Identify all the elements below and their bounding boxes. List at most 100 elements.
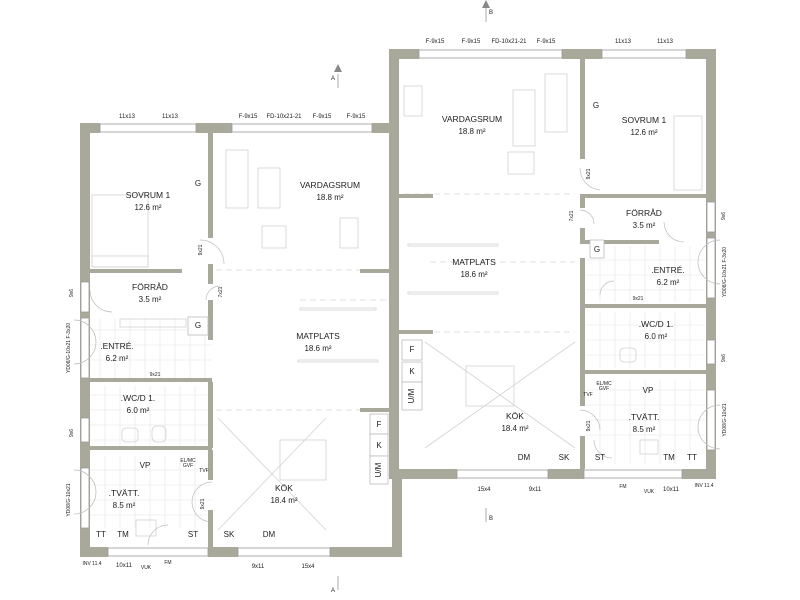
right-forrad-name: FÖRRÅD bbox=[626, 208, 662, 218]
right-matplats-name: MATPLATS bbox=[452, 257, 496, 267]
left-windows bbox=[73, 123, 373, 557]
left-w-f2: F-9x15 bbox=[313, 114, 332, 120]
right-s-ytd: YD08/G-10x21 F-3x20 bbox=[722, 247, 728, 297]
left-vardagsrum-area: 18.8 m² bbox=[316, 193, 343, 202]
right-kok-name: KÖK bbox=[506, 411, 524, 421]
left-wcd-name: .WC/D 1. bbox=[121, 393, 155, 403]
right-d-sov: 9x21 bbox=[586, 168, 592, 179]
right-d-tvatt: 9x21 bbox=[586, 420, 592, 431]
left-tm: TM bbox=[117, 530, 129, 539]
left-s-ytd2: YD08/G-10x21 bbox=[66, 483, 72, 516]
right-vardagsrum-area: 18.8 m² bbox=[458, 127, 485, 136]
right-vp: VP bbox=[643, 386, 654, 395]
left-fm: FM bbox=[164, 560, 171, 566]
left-furniture bbox=[89, 149, 390, 546]
section-a-bottom: A bbox=[331, 588, 335, 594]
left-tt: TT bbox=[96, 530, 106, 539]
left-f: F bbox=[377, 420, 382, 429]
left-wcd-area: 6.0 m² bbox=[127, 406, 150, 415]
right-sk: SK bbox=[559, 453, 570, 462]
right-matplats-area: 18.6 m² bbox=[460, 270, 487, 279]
left-tvatt-area: 8.5 m² bbox=[113, 501, 136, 510]
right-fm: FM bbox=[619, 484, 626, 490]
left-sovrum-name: SOVRUM 1 bbox=[126, 190, 171, 200]
left-entre-area: 6.2 m² bbox=[106, 354, 129, 363]
right-wcd-area: 6.0 m² bbox=[645, 332, 668, 341]
left-s-9x6b: 9x6 bbox=[69, 429, 75, 437]
right-entre-name: .ENTRÉ. bbox=[651, 265, 685, 275]
right-w-f1: F-9x15 bbox=[426, 39, 445, 45]
left-w-f1: F-9x15 bbox=[239, 114, 258, 120]
right-d-entre: 9x21 bbox=[633, 296, 644, 302]
right-sovrum-name: SOVRUM 1 bbox=[622, 115, 667, 125]
right-unit-walls bbox=[389, 49, 716, 479]
right-tt: TT bbox=[687, 453, 697, 462]
right-windows bbox=[418, 49, 721, 479]
left-tile-grids bbox=[90, 318, 212, 528]
section-a-top: A bbox=[331, 76, 335, 82]
left-sk: SK bbox=[224, 530, 235, 539]
left-w-bot3: 10x11 bbox=[116, 563, 133, 569]
left-matplats-name: MATPLATS bbox=[296, 331, 340, 341]
left-tvf: TVF bbox=[199, 468, 208, 474]
right-w-bot3: 10x11 bbox=[663, 487, 680, 493]
right-gvf: GVF bbox=[599, 386, 609, 392]
left-w-sov2: 11x13 bbox=[162, 114, 179, 120]
right-forrad-area: 3.5 m² bbox=[633, 221, 656, 230]
left-w-bot2: 15x4 bbox=[301, 564, 315, 570]
left-w-sov1: 11x13 bbox=[119, 114, 136, 120]
left-vp: VP bbox=[140, 461, 151, 470]
right-vuk: VUK bbox=[644, 489, 655, 495]
left-kok-name: KÖK bbox=[275, 483, 293, 493]
left-matplats-area: 18.6 m² bbox=[304, 344, 331, 353]
left-dm: DM bbox=[263, 530, 276, 539]
right-tile-grids bbox=[586, 246, 705, 464]
right-st: ST bbox=[595, 453, 605, 462]
right-g-sovrum: G bbox=[593, 101, 599, 110]
right-w-fd: FD-10x21-21 bbox=[491, 39, 527, 45]
left-g-sovrum: G bbox=[195, 179, 201, 188]
left-d-forrad: 7x21 bbox=[218, 286, 224, 297]
left-w-bot1: 9x11 bbox=[252, 564, 265, 570]
section-markers bbox=[334, 0, 490, 590]
left-sovrum-area: 12.6 m² bbox=[134, 203, 161, 212]
right-tvatt-name: .TVÄTT. bbox=[629, 412, 660, 422]
right-g-entre: G bbox=[594, 245, 600, 254]
left-st: ST bbox=[188, 530, 198, 539]
right-furniture bbox=[403, 73, 703, 459]
right-k: K bbox=[409, 367, 415, 376]
right-tvatt-area: 8.5 m² bbox=[633, 425, 656, 434]
right-kok-area: 18.4 m² bbox=[501, 424, 528, 433]
left-vardagsrum-name: VARDAGSRUM bbox=[300, 180, 360, 190]
right-dm: DM bbox=[518, 453, 531, 462]
right-w-sov2: 11x13 bbox=[657, 39, 674, 45]
left-vuk: VUK bbox=[141, 565, 152, 571]
left-entre-name: .ENTRÉ. bbox=[100, 341, 134, 351]
right-w-bot1: 15x4 bbox=[477, 487, 491, 493]
right-s-9x6a: 9x6 bbox=[721, 212, 727, 220]
left-inv: INV 11.4 bbox=[82, 561, 101, 567]
left-g-entre: G bbox=[195, 321, 201, 330]
left-s-9x6a: 9x6 bbox=[69, 289, 75, 297]
left-w-fd: FD-10x21-21 bbox=[266, 114, 302, 120]
right-um: U/M bbox=[407, 388, 416, 403]
right-entre-area: 6.2 m² bbox=[657, 278, 680, 287]
right-w-f3: F-9x15 bbox=[537, 39, 556, 45]
right-inv: INV 11.4 bbox=[694, 483, 713, 489]
right-s-ytd2: YD08/G-10x21 bbox=[722, 403, 728, 436]
left-kok-area: 18.4 m² bbox=[270, 496, 297, 505]
right-f: F bbox=[410, 345, 415, 354]
left-tvatt-name: .TVÄTT. bbox=[109, 488, 140, 498]
left-elmc: EL/MC bbox=[180, 458, 196, 464]
right-elmc: EL/MC bbox=[596, 381, 612, 387]
left-s-ytd: YD08/G-10x21 F-3x20 bbox=[66, 323, 72, 373]
left-d-tvatt: 9x21 bbox=[200, 498, 206, 509]
left-forrad-name: FÖRRÅD bbox=[132, 282, 168, 292]
right-w-f2: F-9x15 bbox=[462, 39, 481, 45]
right-s-9x6b: 9x6 bbox=[721, 354, 727, 362]
left-d-sov: 9x21 bbox=[198, 244, 204, 255]
left-um: U/M bbox=[374, 462, 383, 477]
section-b-top: B bbox=[489, 10, 493, 16]
right-vardagsrum-name: VARDAGSRUM bbox=[442, 114, 502, 124]
